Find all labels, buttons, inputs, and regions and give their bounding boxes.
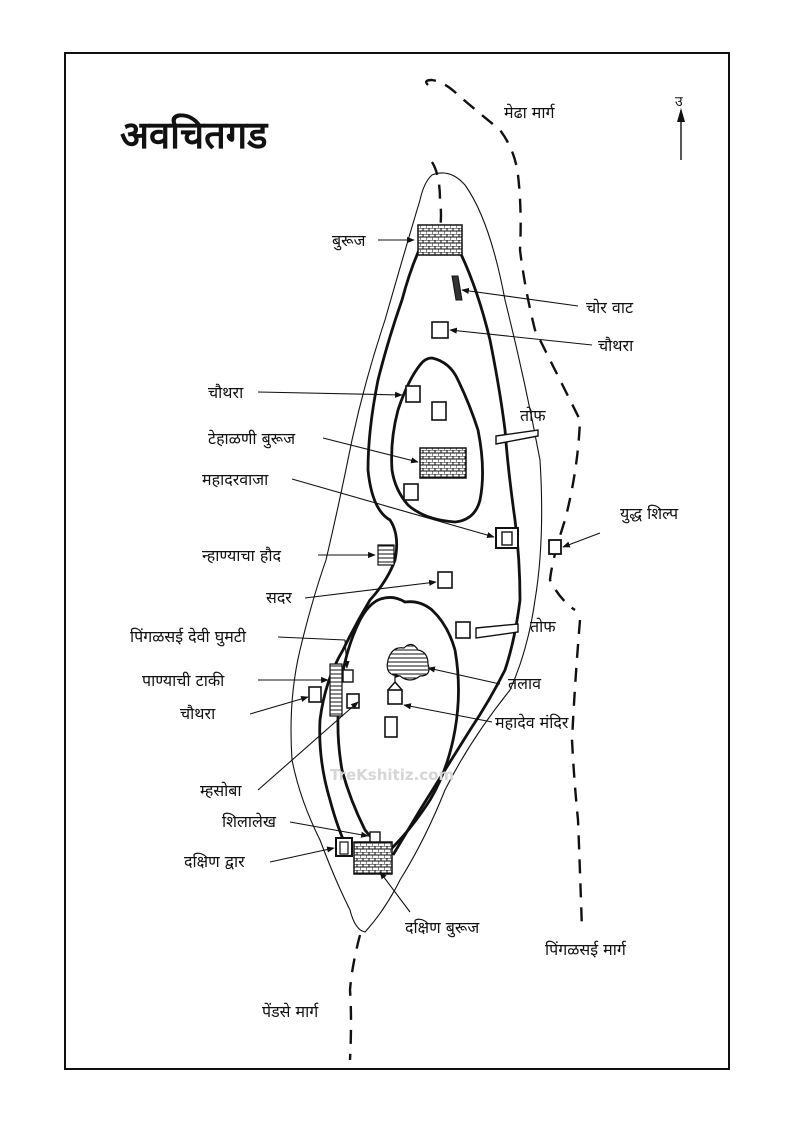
label-tof-lower: तोफ (530, 617, 556, 636)
south-enclosure (336, 596, 460, 850)
label-mahadarwaja: महादरवाजा (202, 470, 269, 489)
route-label-pingalsai: पिंगळसई मार्ग (545, 940, 627, 959)
south-gate-icon (335, 837, 353, 857)
trail-medha (425, 78, 582, 611)
label-chor-vat: चोर वाट (586, 298, 634, 317)
label-pingalsai-devi-ghumati: पिंगळसई देवी घुमटी (130, 627, 247, 647)
route-label-pendse: पेंडसे मार्ग (262, 1002, 319, 1021)
trail-pendse (348, 934, 362, 1061)
label-dakshin-dwar: दक्षिण द्वार (184, 852, 245, 871)
label-yuddha-shilpa: युद्ध शिल्प (620, 504, 679, 524)
chauthara-icon-inner (431, 401, 447, 421)
main-gate-icon (495, 527, 519, 549)
bath-tank-icon (377, 544, 395, 566)
label-mhasoba: म्हसोबा (200, 781, 242, 800)
trail-fort-spur (430, 161, 443, 231)
label-sadar: सदर (266, 588, 292, 607)
trails (348, 78, 584, 1061)
chauthara-icon-north-lower (403, 483, 419, 501)
map-frame (64, 52, 730, 1070)
cannon-icon-upper (495, 429, 539, 445)
chauthara-icon-upper (431, 321, 449, 339)
war-sculpture-icon (548, 539, 562, 555)
chauthara-icon-west (308, 686, 322, 703)
cannon-icon-lower (475, 623, 519, 639)
outer-contour (290, 172, 543, 933)
chauthara-icon-left (405, 385, 421, 403)
route-label-medha: मेढा मार्ग (504, 103, 556, 122)
watch-tower-icon (419, 447, 467, 479)
north-bastion-icon (417, 224, 463, 256)
map-title: अवचितगड (120, 113, 269, 157)
label-shilalekh: शिलालेख (222, 812, 277, 831)
label-chauthara-left: चौथरा (208, 383, 244, 402)
south-bastion-icon (353, 841, 393, 875)
compass-north-label: उ (675, 94, 683, 110)
label-buruj: बुरूज (332, 231, 367, 251)
lake-icon (386, 643, 430, 681)
label-tehalani-buruj: टेहाळणी बुरूज (208, 429, 296, 449)
chor-vat-icon (451, 275, 463, 301)
label-chauthara-right: चौथरा (598, 336, 634, 355)
label-talav: तलाव (508, 674, 542, 693)
label-mahadev-mandir: महादेव मंदिर (495, 713, 569, 732)
devi-ghumati-icon (342, 669, 354, 683)
sadar-icon (437, 571, 453, 589)
label-panyachi-taki: पाण्याची टाकी (142, 671, 225, 690)
fort-wall (318, 247, 522, 856)
label-nhanyacha-haud: न्हाण्याचा हौद (202, 546, 281, 565)
watermark: TreKshitiz.com (330, 766, 454, 784)
leader-lines (249, 236, 601, 913)
chauthara-icon-south (455, 621, 471, 639)
label-dakshin-buruj: दक्षिण बुरूज (405, 918, 480, 938)
label-chauthara-lower: चौथरा (180, 704, 216, 723)
north-arrow-icon (677, 108, 685, 160)
trail-pingalsai (570, 619, 584, 931)
label-tof-upper: तोफ (520, 406, 546, 425)
water-tank-icon (329, 663, 343, 717)
north-enclosure (390, 356, 484, 524)
temple-icon (384, 674, 403, 738)
